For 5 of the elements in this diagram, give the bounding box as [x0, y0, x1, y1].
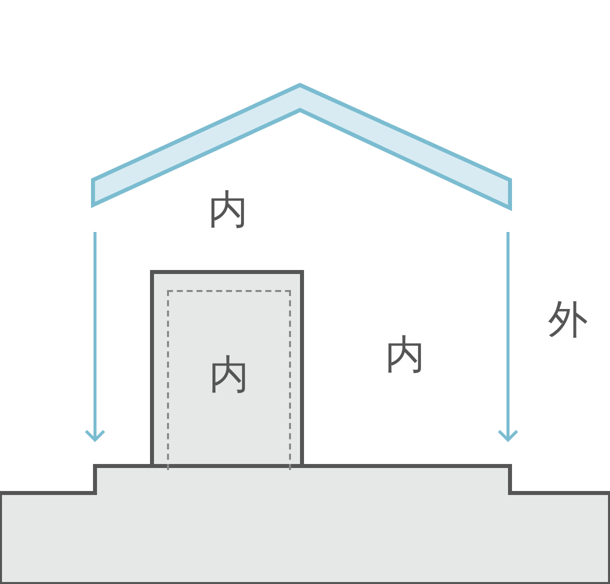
region-label: 外: [548, 300, 588, 340]
region-label: 内: [208, 190, 248, 230]
solid-block: [150, 270, 304, 468]
region-label: 内: [385, 335, 425, 375]
dashed-region: 内: [167, 290, 291, 470]
